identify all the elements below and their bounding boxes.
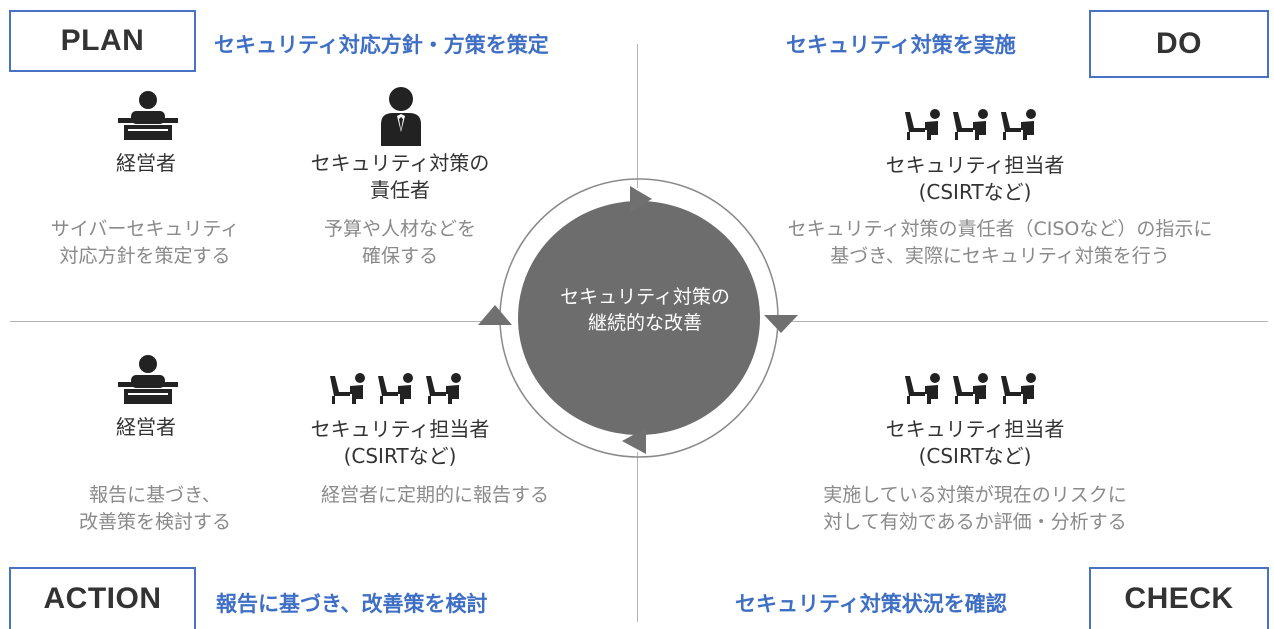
do-title: セキュリティ対策を実施 [786,33,1016,57]
check-staff-name-line-2: (CSIRTなど) [918,444,1032,468]
staff-icon [905,109,940,140]
cycle-arrow-left [478,305,512,325]
cycle-arrow-right [764,315,798,333]
vertical-divider-bottom [637,452,638,622]
plan-executive-desc-line-1: サイバーセキュリティ [50,218,240,240]
executive-icon [118,91,178,140]
plan-manager-name-line-2: 責任者 [370,178,430,202]
check-title: セキュリティ対策状況を確認 [735,592,1007,616]
plan-executive-name: 経営者 [116,151,176,175]
action-staff-desc-line-1: 経営者に定期的に報告する [320,484,549,506]
action-label: ACTION [43,582,162,615]
do-staff-name-line-1: セキュリティ担当者 [885,153,1065,177]
plan-manager-desc: 予算や人材などを 確保する [300,216,500,270]
horizontal-divider-right [788,321,1268,322]
do-staff-desc-line-1: セキュリティ対策の責任者（CISOなど）の指示に [787,218,1213,240]
manager-icon [381,87,421,146]
executive-icon [118,355,178,404]
horizontal-divider-left [10,321,500,322]
action-executive-desc: 報告に基づき、 改善策を検討する [40,482,270,536]
do-staff-desc-line-2: 基づき、実際にセキュリティ対策を行う [830,245,1170,267]
cycle-arrow-bottom [622,428,646,454]
check-staff-desc: 実施している対策が現在のリスクに 対して有効であるか評価・分析する [770,482,1180,536]
action-staff-name-line-2: (CSIRTなど) [343,444,457,468]
check-staff-name-line-1: セキュリティ担当者 [885,417,1065,441]
cycle-arrow-top [630,186,652,212]
plan-title: セキュリティ対応方針・方策を策定 [214,33,549,57]
plan-manager-name: セキュリティ対策の 責任者 [290,150,510,204]
do-staff-desc: セキュリティ対策の責任者（CISOなど）の指示に 基づき、実際にセキュリティ対策… [740,216,1260,270]
action-staff-desc: 経営者に定期的に報告する [290,482,580,509]
check-box: CHECK [1089,567,1269,629]
plan-manager-desc-line-1: 予算や人材などを [323,218,476,240]
staff-group-icon [905,373,1036,404]
plan-manager-desc-line-2: 確保する [361,245,438,267]
action-staff-name-line-1: セキュリティ担当者 [310,417,490,441]
center-label: セキュリティ対策の 継続的な改善 [520,284,770,336]
check-staff-desc-line-2: 対して有効であるか評価・分析する [823,511,1127,533]
action-title: 報告に基づき、改善策を検討 [216,592,488,616]
action-box: ACTION [9,567,196,629]
check-label: CHECK [1124,582,1234,615]
action-executive-name: 経営者 [116,415,176,439]
do-staff-name-line-2: (CSIRTなど) [918,180,1032,204]
plan-executive-desc: サイバーセキュリティ 対応方針を策定する [20,216,270,270]
action-executive-desc-line-1: 報告に基づき、 [89,484,221,506]
center-circle [518,201,760,435]
center-label-line-1: セキュリティ対策の [560,286,730,308]
vertical-divider-top [637,44,638,188]
do-label: DO [1156,27,1202,60]
staff-group-icon [905,109,1036,140]
plan-manager-name-line-1: セキュリティ対策の [310,151,490,175]
check-staff-desc-line-1: 実施している対策が現在のリスクに [823,484,1127,506]
staff-icon [905,373,940,404]
plan-label: PLAN [60,24,145,57]
do-box: DO [1089,10,1269,78]
staff-icon [330,373,365,404]
plan-executive-desc-line-2: 対応方針を策定する [59,245,231,267]
check-staff-name: セキュリティ担当者 (CSIRTなど) [865,416,1085,470]
plan-box: PLAN [9,10,196,72]
action-staff-name: セキュリティ担当者 (CSIRTなど) [290,416,510,470]
do-staff-name: セキュリティ担当者 (CSIRTなど) [865,152,1085,206]
staff-group-icon [330,373,461,404]
action-executive-desc-line-2: 改善策を検討する [78,511,231,533]
center-label-line-2: 継続的な改善 [587,312,702,334]
